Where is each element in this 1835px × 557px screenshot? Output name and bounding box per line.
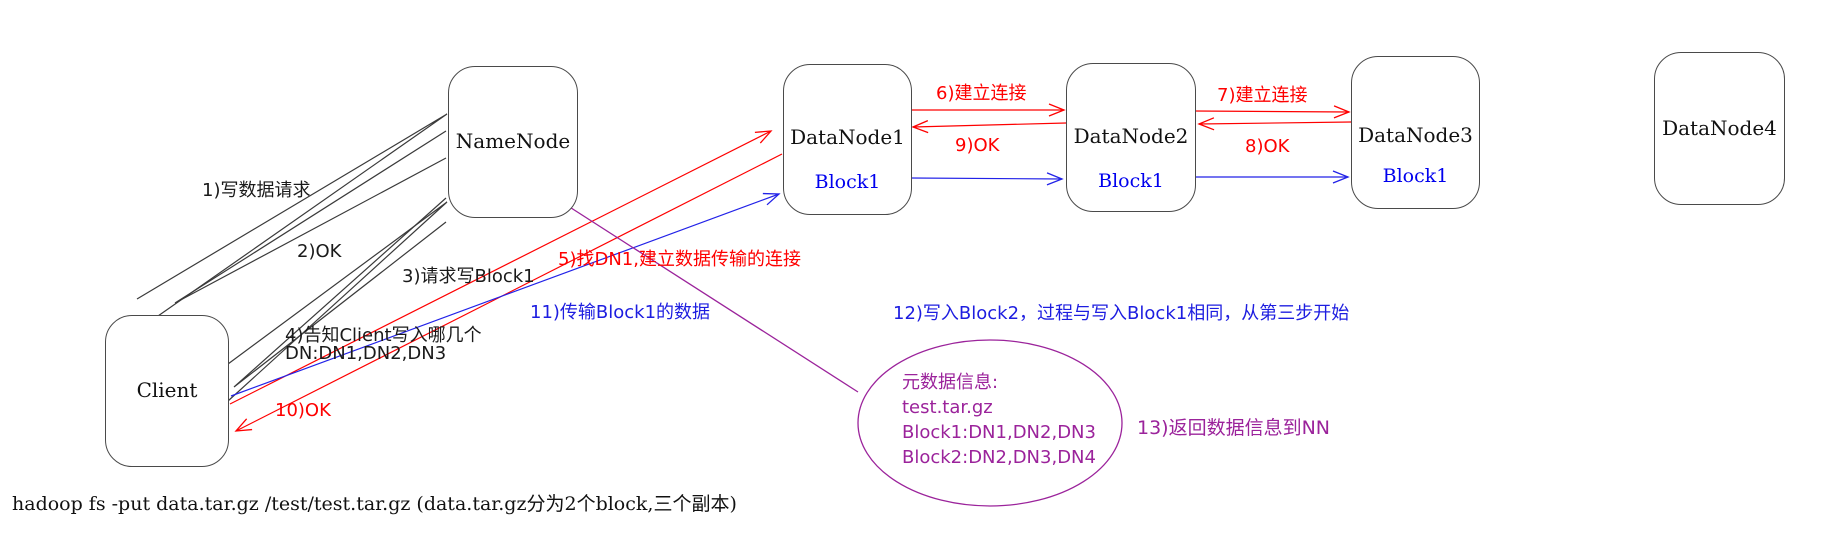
- metadata-ellipse: [857, 339, 1123, 507]
- arrow-transfer-dn1-dn2: [909, 172, 1064, 186]
- step7-label: 7)建立连接: [1217, 85, 1308, 106]
- datanode1-node-label: DataNode1: [790, 125, 905, 149]
- step5-label: 5)找DN1,建立数据传输的连接: [558, 249, 801, 270]
- metadata-note-block1: Block1:DN1,DN2,DN3: [902, 422, 1096, 443]
- step10-label: 10)OK: [275, 400, 331, 421]
- step1-label: 1)写数据请求: [202, 180, 311, 201]
- hadoop-command-text: hadoop fs -put data.tar.gz /test/test.ta…: [12, 493, 737, 515]
- arrow-step8-ok: [1197, 117, 1352, 131]
- metadata-note-title: 元数据信息:: [902, 372, 999, 393]
- datanode3-node-label: DataNode3: [1358, 123, 1473, 147]
- step6-label: 6)建立连接: [936, 83, 1027, 104]
- namenode-node-label: NameNode: [455, 129, 571, 153]
- datanode2-node-label: DataNode2: [1073, 124, 1189, 148]
- step8-label: 8)OK: [1245, 136, 1290, 157]
- metadata-note-file: test.tar.gz: [902, 397, 993, 418]
- datanode2-block1-label: Block1: [1098, 170, 1164, 192]
- step11-label: 11)传输Block1的数据: [530, 302, 711, 323]
- client-node: Client: [105, 315, 229, 467]
- namenode-node: NameNode: [448, 66, 578, 218]
- step4-label-line2: DN:DN1,DN2,DN3: [285, 343, 447, 364]
- step3-label: 3)请求写Block1: [402, 266, 535, 287]
- arrow-step3-request-block1: [227, 201, 448, 402]
- datanode3-node: DataNode3 Block1: [1351, 56, 1480, 209]
- step4-label-line1: 4)告知Client写入哪几个: [285, 325, 482, 346]
- arrow-step1-write-request: [136, 113, 448, 317]
- client-node-label: Client: [136, 378, 198, 402]
- step13-label: 13)返回数据信息到NN: [1137, 417, 1331, 439]
- step9-label: 9)OK: [955, 135, 1000, 156]
- datanode3-block1-label: Block1: [1382, 165, 1449, 187]
- arrow-step11-transfer-block1: [230, 192, 781, 397]
- metadata-note-block2: Block2:DN2,DN3,DN4: [902, 447, 1096, 468]
- arrow-step4-tell-client: [233, 197, 447, 388]
- datanode2-node: DataNode2 Block1: [1066, 63, 1196, 212]
- arrow-step5-connect-dn1: [229, 130, 773, 405]
- datanode1-block1-label: Block1: [814, 171, 881, 193]
- step2-label: 2)OK: [297, 241, 342, 262]
- arrow-step10-ok: [234, 153, 783, 432]
- datanode4-node-label: DataNode4: [1662, 115, 1777, 140]
- step12-label: 12)写入Block2，过程与写入Block1相同，从第三步开始: [893, 303, 1350, 324]
- datanode4-node: DataNode4: [1654, 52, 1785, 205]
- metadata-note: 元数据信息: test.tar.gz Block1:DN1,DN2,DN3 Bl…: [902, 370, 1096, 470]
- arrow-step2-ok: [174, 130, 447, 304]
- datanode1-node: DataNode1 Block1: [783, 64, 912, 215]
- arrow-step7-connect: [1193, 105, 1351, 119]
- arrow-step9-ok: [911, 120, 1067, 134]
- arrow-step13-return-metadata: [538, 187, 859, 393]
